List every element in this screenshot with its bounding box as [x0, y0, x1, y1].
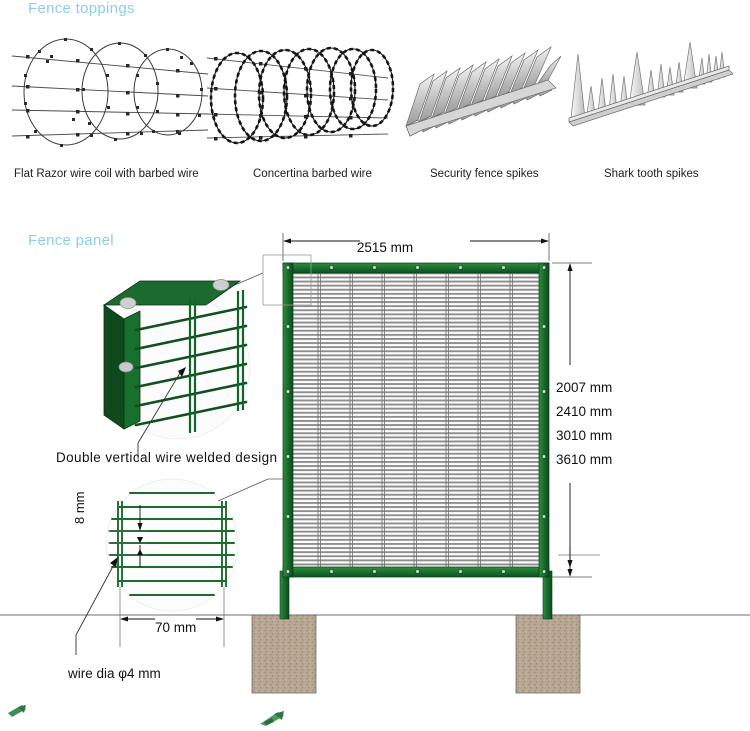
- concrete-footing-right: [515, 614, 581, 694]
- topping-caption-shark-tooth: Shark tooth spikes: [604, 168, 699, 180]
- dimension-8mm: [108, 505, 146, 567]
- watermark-logo-icon: [260, 711, 284, 726]
- wire-diameter-leader: [75, 556, 119, 655]
- height-options-list: 2007 mm 2410 mm 3010 mm 3610 mm: [556, 380, 612, 467]
- topping-illustration-security-spikes: [398, 26, 563, 151]
- mesh-horizontal-aperture-label: 70 mm: [155, 620, 197, 635]
- topping-caption-security-spikes: Security fence spikes: [430, 168, 539, 180]
- concrete-footing-left: [251, 614, 317, 694]
- fence-post-left: [279, 570, 290, 620]
- section-title-fence-toppings: Fence toppings: [28, 0, 135, 17]
- topping-illustration-shark-tooth: [565, 26, 740, 151]
- width-dimension-label: 2515 mm: [356, 240, 414, 255]
- height-option-3: 3010 mm: [556, 428, 613, 443]
- height-option-2: 2410 mm: [556, 404, 613, 419]
- height-option-1: 2007 mm: [556, 380, 613, 395]
- mesh-vertical-aperture-label: 8 mm: [72, 491, 87, 525]
- razor-wire-coil-icon: [11, 38, 209, 147]
- fence-panel-front-view: [282, 262, 550, 578]
- concertina-coil-icon: [206, 46, 395, 145]
- post-height-tick: [558, 545, 600, 568]
- fence-spikes-icon: [405, 45, 562, 137]
- shark-tooth-icon: [568, 41, 734, 127]
- topping-caption-razor-wire-coil: Flat Razor wire coil with barbed wire: [14, 168, 199, 180]
- callout-label-double-vertical-wire: Double vertical wire welded design: [56, 450, 278, 465]
- width-dimension-line: [282, 233, 550, 261]
- fence-post-right: [542, 570, 553, 620]
- watermark-mark: [8, 705, 26, 717]
- topping-caption-concertina: Concertina barbed wire: [253, 168, 372, 180]
- topping-illustration-concertina: [205, 26, 395, 151]
- fence-panel-technical-drawing: [0, 233, 750, 717]
- mesh-aperture-detail: [75, 478, 288, 655]
- section-title-fence-panel: Fence panel: [28, 232, 114, 249]
- wire-diameter-label: wire dia φ4 mm: [68, 666, 161, 681]
- isometric-panel-detail: [102, 279, 251, 459]
- dimension-70mm: [119, 587, 225, 647]
- height-option-4: 3610 mm: [556, 452, 613, 467]
- topping-illustration-razor-wire-coil: [10, 26, 210, 151]
